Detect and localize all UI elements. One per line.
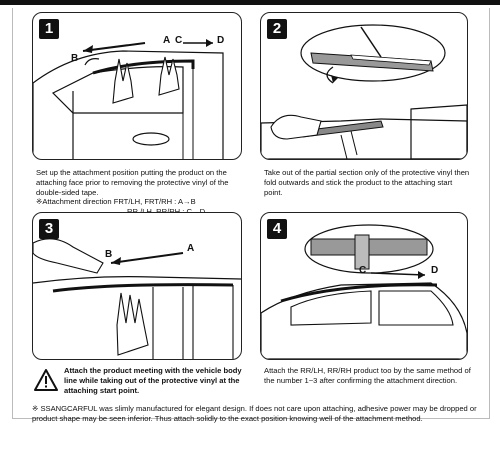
top-border	[0, 0, 500, 5]
page-frame	[12, 8, 490, 419]
step-number: 1	[39, 19, 59, 39]
label-d: D	[431, 265, 439, 276]
label-d: D	[217, 35, 225, 46]
rear-door-illustration	[261, 224, 467, 359]
label-c: C	[359, 265, 367, 276]
step-number: 4	[267, 219, 287, 239]
step-3-caption: Attach the product meeting with the vehi…	[64, 366, 242, 395]
step-number: 2	[267, 19, 287, 39]
step-2-panel: 2	[260, 12, 468, 160]
warning-icon	[34, 369, 58, 391]
step-1-caption: Set up the attachment position putting t…	[36, 168, 229, 216]
footer-note: ※ SSANGCARFUL was slimly manufactured fo…	[32, 404, 477, 423]
step-4-caption: Attach the RR/LH, RR/RH product too by t…	[264, 366, 471, 385]
label-b: B	[105, 249, 113, 260]
step-4-panel: 4 C D	[260, 212, 468, 360]
label-a: A	[163, 35, 171, 46]
label-a: A	[187, 243, 195, 254]
label-c: C	[175, 35, 183, 46]
step-3-panel: 3 B A	[32, 212, 242, 360]
attach-illustration	[33, 238, 241, 359]
step-2-caption: Take out of the partial section only of …	[264, 168, 470, 197]
vinyl-peel-illustration	[261, 24, 467, 159]
label-b: B	[71, 53, 79, 64]
step-1-panel: 1 A C D B	[32, 12, 242, 160]
step-number: 3	[39, 219, 59, 239]
car-door-illustration	[33, 39, 224, 159]
